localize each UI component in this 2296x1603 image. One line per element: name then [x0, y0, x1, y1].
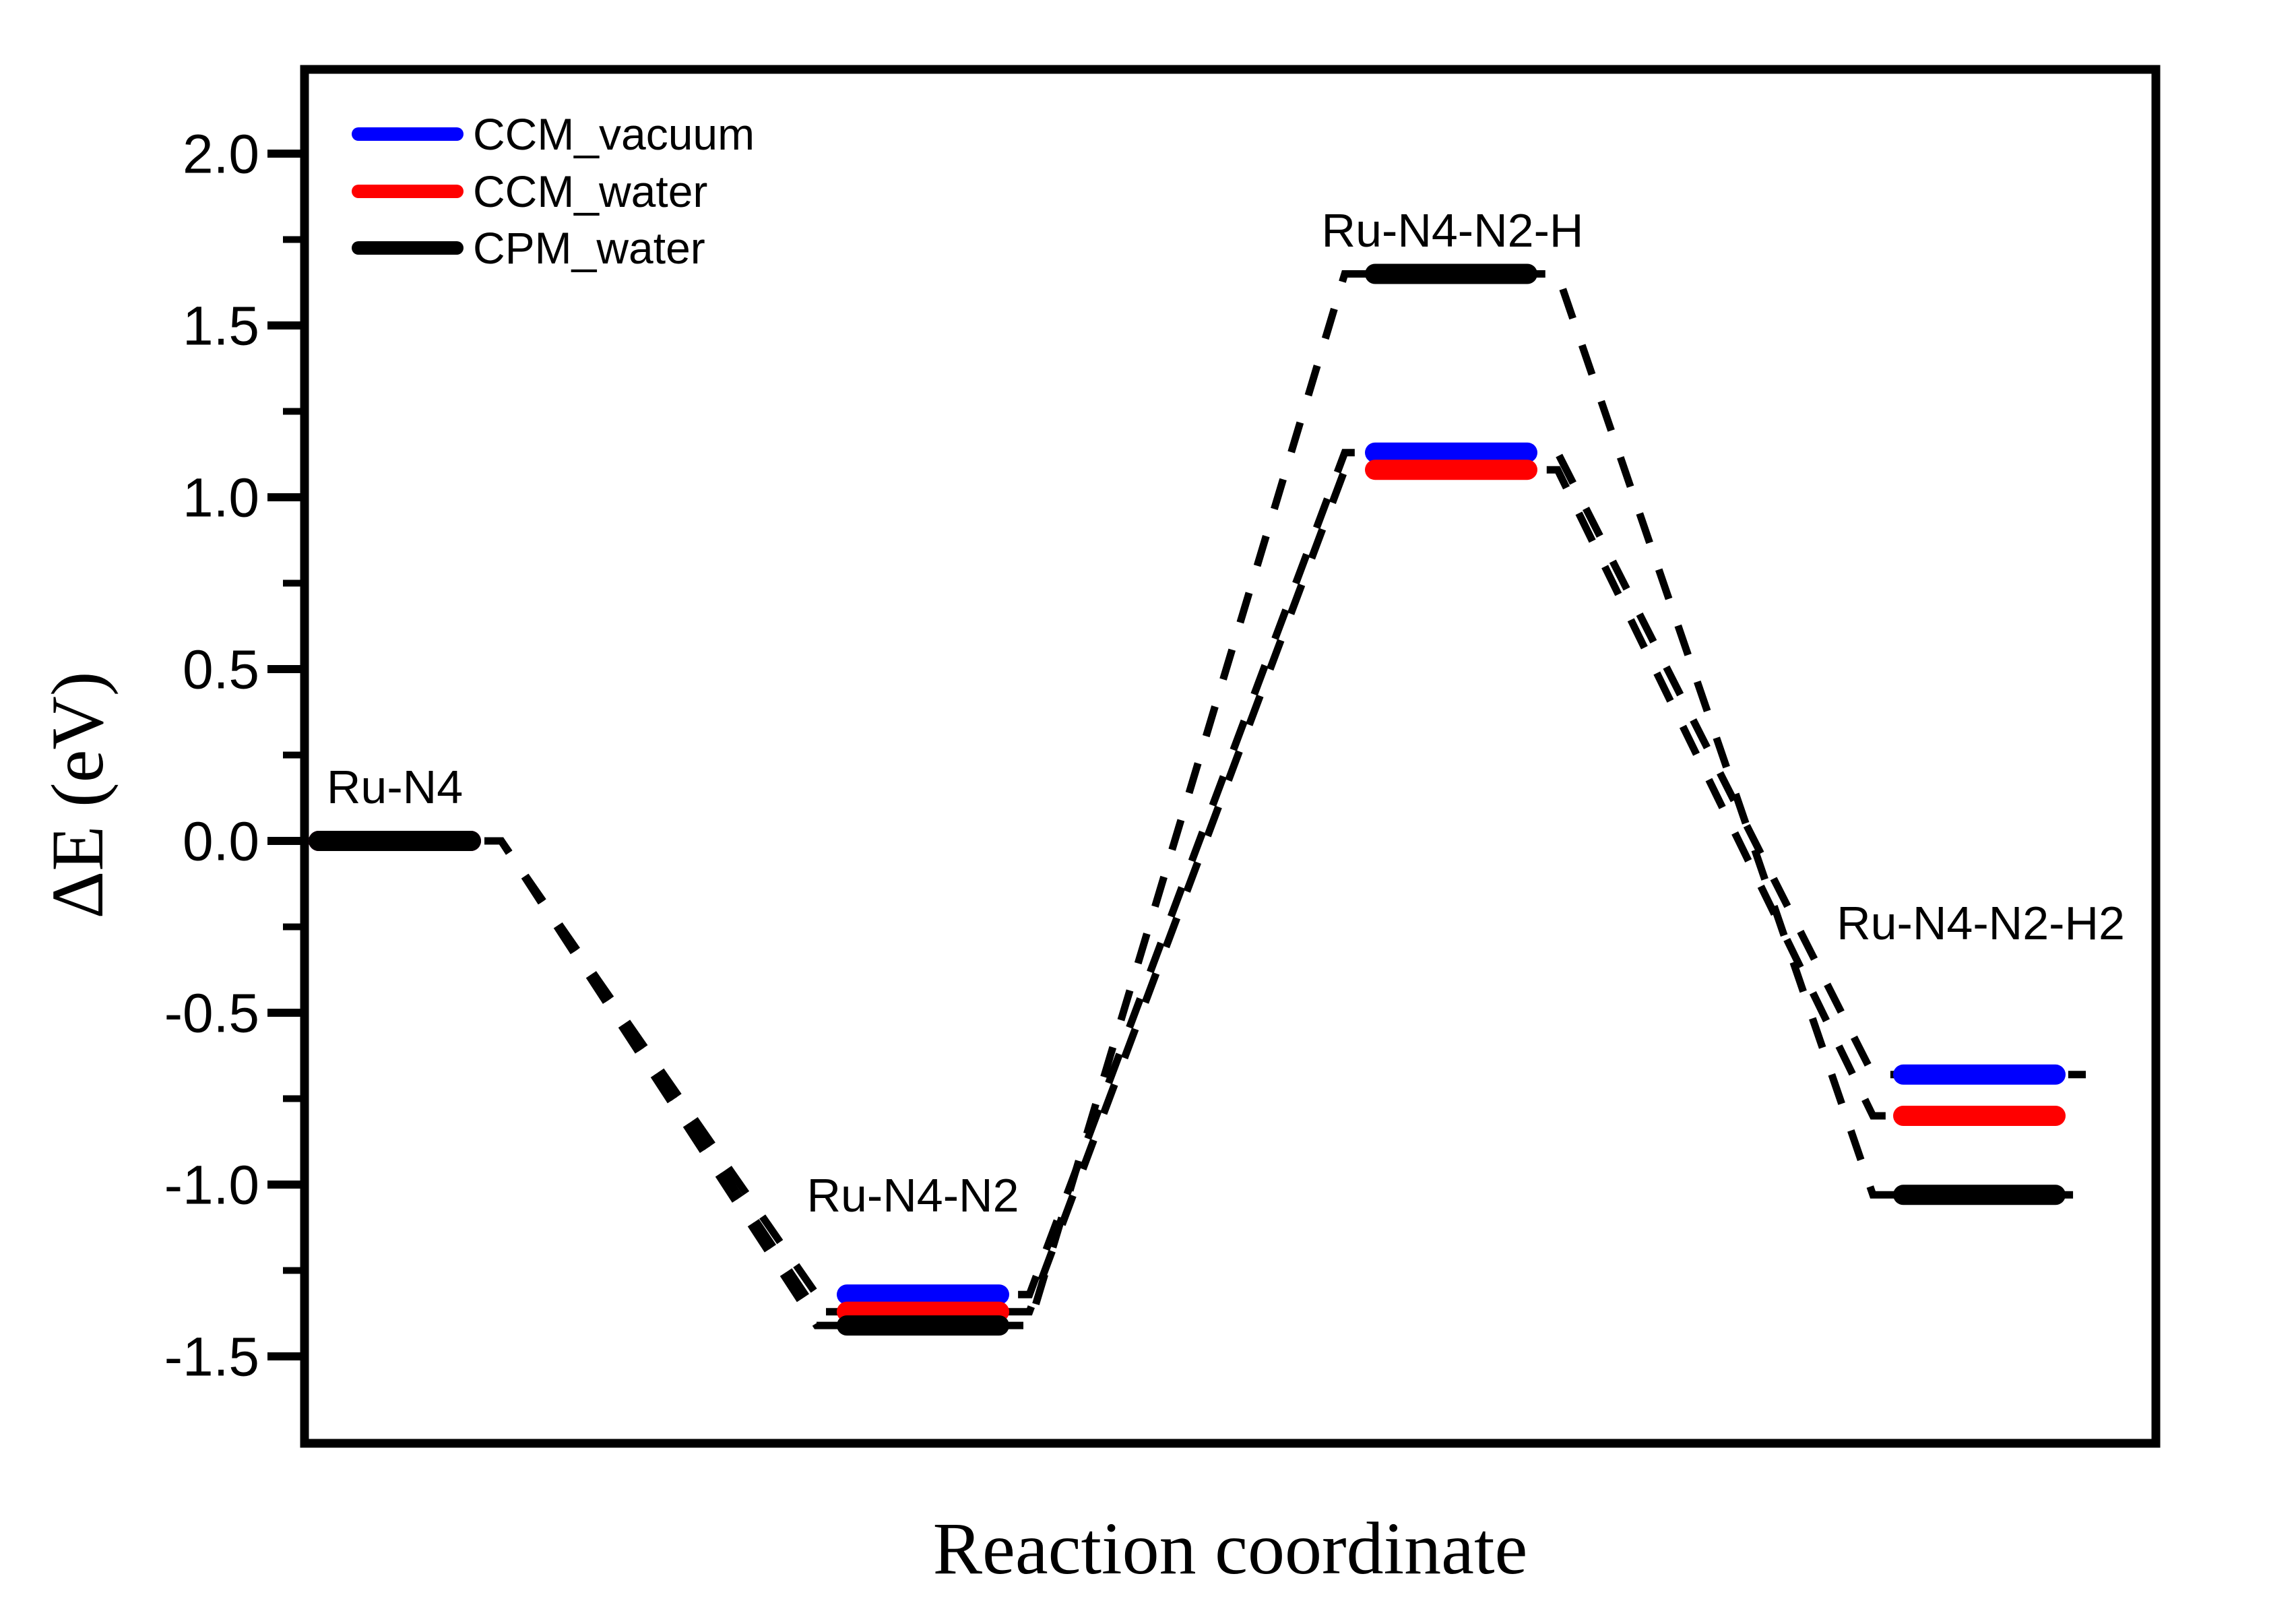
y-tick-label: -0.5: [164, 983, 259, 1044]
legend-item-CCM_water: CCM_water: [352, 166, 707, 216]
y-tick-label: -1.5: [164, 1327, 259, 1388]
y-tick-label: 0.0: [183, 811, 259, 873]
y-tick-label: -1.0: [164, 1155, 259, 1216]
legend-label-CCM_vacuum: CCM_vacuum: [473, 109, 755, 159]
y-tick-label: 1.5: [183, 296, 259, 357]
y-axis-title: ΔE (eV): [36, 671, 119, 919]
state-label-Ru-N4-N2-H: Ru-N4-N2-H: [1322, 204, 1584, 257]
state-label-Ru-N4: Ru-N4: [327, 761, 463, 813]
state-label-Ru-N4-N2-H2: Ru-N4-N2-H2: [1837, 897, 2125, 949]
legend-label-CCM_water: CCM_water: [473, 166, 707, 216]
x-axis-title: Reaction coordinate: [932, 1507, 1528, 1590]
y-tick-label: 2.0: [183, 124, 259, 185]
series-connector-CPM_water: [307, 270, 2086, 1329]
y-tick-label: 1.0: [183, 468, 259, 529]
series-connector-CCM_water: [307, 466, 2086, 1316]
y-tick-label: 0.5: [183, 639, 259, 701]
legend-item-CCM_vacuum: CCM_vacuum: [352, 109, 755, 159]
legend-label-CPM_water: CPM_water: [473, 223, 705, 273]
plot-frame: [300, 65, 2161, 1448]
legend-item-CPM_water: CPM_water: [352, 223, 705, 273]
state-label-Ru-N4-N2: Ru-N4-N2: [806, 1169, 1019, 1222]
